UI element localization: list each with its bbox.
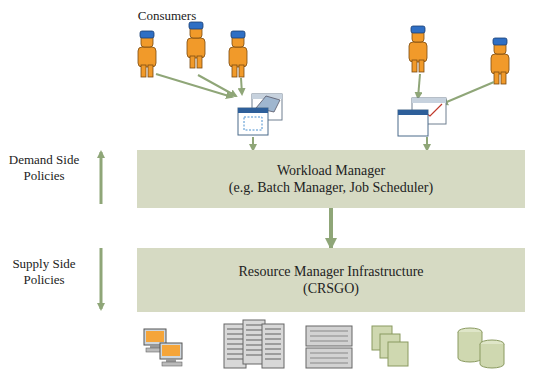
band-title: Workload Manager	[277, 162, 385, 179]
band-subtitle: (e.g. Batch Manager, Job Scheduler)	[229, 179, 433, 196]
group-label: Consumers	[112, 8, 222, 24]
flow-arrow	[329, 208, 333, 248]
policy-label: Demand Side Policies	[4, 152, 84, 184]
layer-band: Workload Manager(e.g. Batch Manager, Job…	[137, 150, 525, 208]
band-subtitle: (CRSGO)	[303, 280, 359, 297]
layer-band: Resource Manager Infrastructure(CRSGO)	[137, 248, 525, 312]
band-title: Resource Manager Infrastructure	[238, 263, 423, 280]
policy-label: Supply Side Policies	[4, 256, 84, 288]
